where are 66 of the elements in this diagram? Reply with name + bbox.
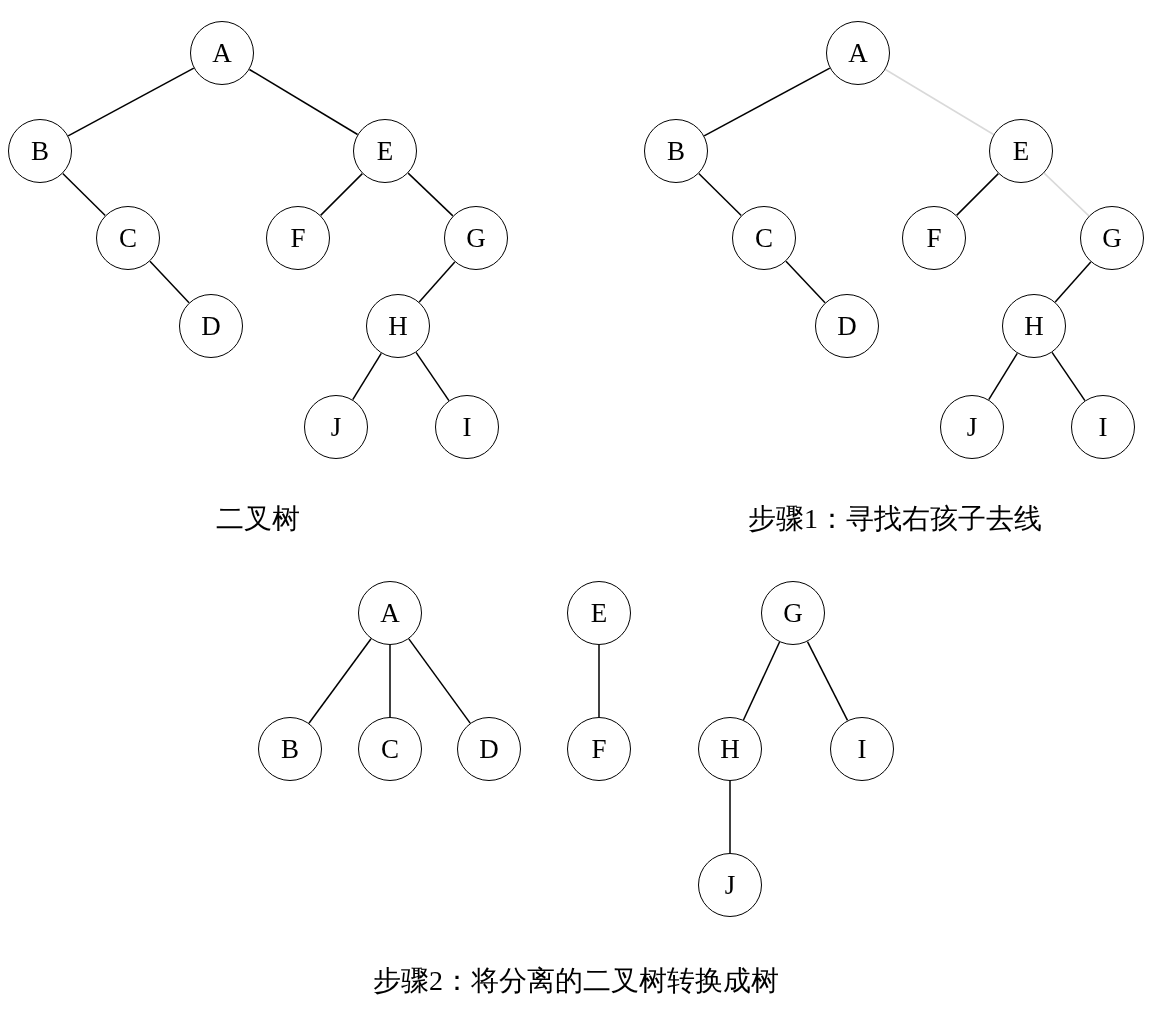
panel-caption: 二叉树 (216, 502, 300, 536)
node-label: D (479, 733, 499, 765)
node-label: I (462, 411, 472, 443)
node-label: E (590, 597, 608, 629)
tree-node-circle (353, 119, 417, 183)
tree-node-circle (732, 206, 796, 270)
node-label: E (1012, 135, 1030, 167)
tree-edge-line (418, 261, 456, 303)
tree-edge-line (988, 352, 1018, 401)
tree-node-circle (96, 206, 160, 270)
tree-node-circle (1080, 206, 1144, 270)
tree-edge-line (389, 644, 391, 718)
node-label: I (1098, 411, 1108, 443)
tree-edge-line (67, 67, 195, 137)
tree-edge-line (352, 352, 382, 401)
node-label: B (667, 135, 685, 167)
tree-node-circle (989, 119, 1053, 183)
node-label: G (1102, 222, 1122, 254)
tree-edge-line (742, 641, 781, 721)
node-label: F (290, 222, 306, 254)
tree-node-circle (444, 206, 508, 270)
node-label: C (755, 222, 773, 254)
tree-edge-line (319, 172, 364, 217)
node-label: G (466, 222, 486, 254)
node-label: H (388, 310, 408, 342)
node-label: A (848, 37, 868, 69)
node-label: A (212, 37, 232, 69)
node-label: I (857, 733, 867, 765)
tree-edge-line (1043, 172, 1090, 217)
tree-node-circle (366, 294, 430, 358)
node-label: H (720, 733, 740, 765)
node-label: J (724, 869, 736, 901)
tree-edge-line (62, 172, 106, 217)
tree-edge-line (955, 172, 1000, 217)
node-label: H (1024, 310, 1044, 342)
tree-edge-line (806, 640, 849, 722)
panel-caption: 步骤1：寻找右孩子去线 (748, 502, 1042, 536)
tree-edge-line (408, 638, 471, 724)
node-label: C (119, 222, 137, 254)
node-label: F (591, 733, 607, 765)
node-label: B (281, 733, 299, 765)
node-label: B (31, 135, 49, 167)
node-label: J (966, 411, 978, 443)
tree-edge-line (598, 644, 600, 718)
tree-edge-line (1051, 351, 1086, 402)
node-label: F (926, 222, 942, 254)
tree-edge-line (698, 172, 742, 217)
tree-edge-line (884, 68, 995, 136)
node-label: E (376, 135, 394, 167)
tree-edge-line (729, 780, 731, 854)
tree-edge-line (785, 260, 826, 304)
node-label: J (330, 411, 342, 443)
node-label: D (201, 310, 221, 342)
node-label: G (783, 597, 803, 629)
node-label: C (381, 733, 399, 765)
tree-edge-line (149, 260, 190, 304)
panel-caption: 步骤2：将分离的二叉树转换成树 (373, 964, 779, 998)
tree-edge-line (407, 172, 454, 217)
tree-edge-line (703, 67, 831, 137)
tree-node-circle (1002, 294, 1066, 358)
tree-edge-line (1054, 261, 1092, 303)
tree-edge-line (308, 638, 372, 724)
tree-edge-line (248, 68, 359, 136)
node-label: D (837, 310, 857, 342)
node-label: A (380, 597, 400, 629)
tree-edge-line (415, 351, 450, 402)
